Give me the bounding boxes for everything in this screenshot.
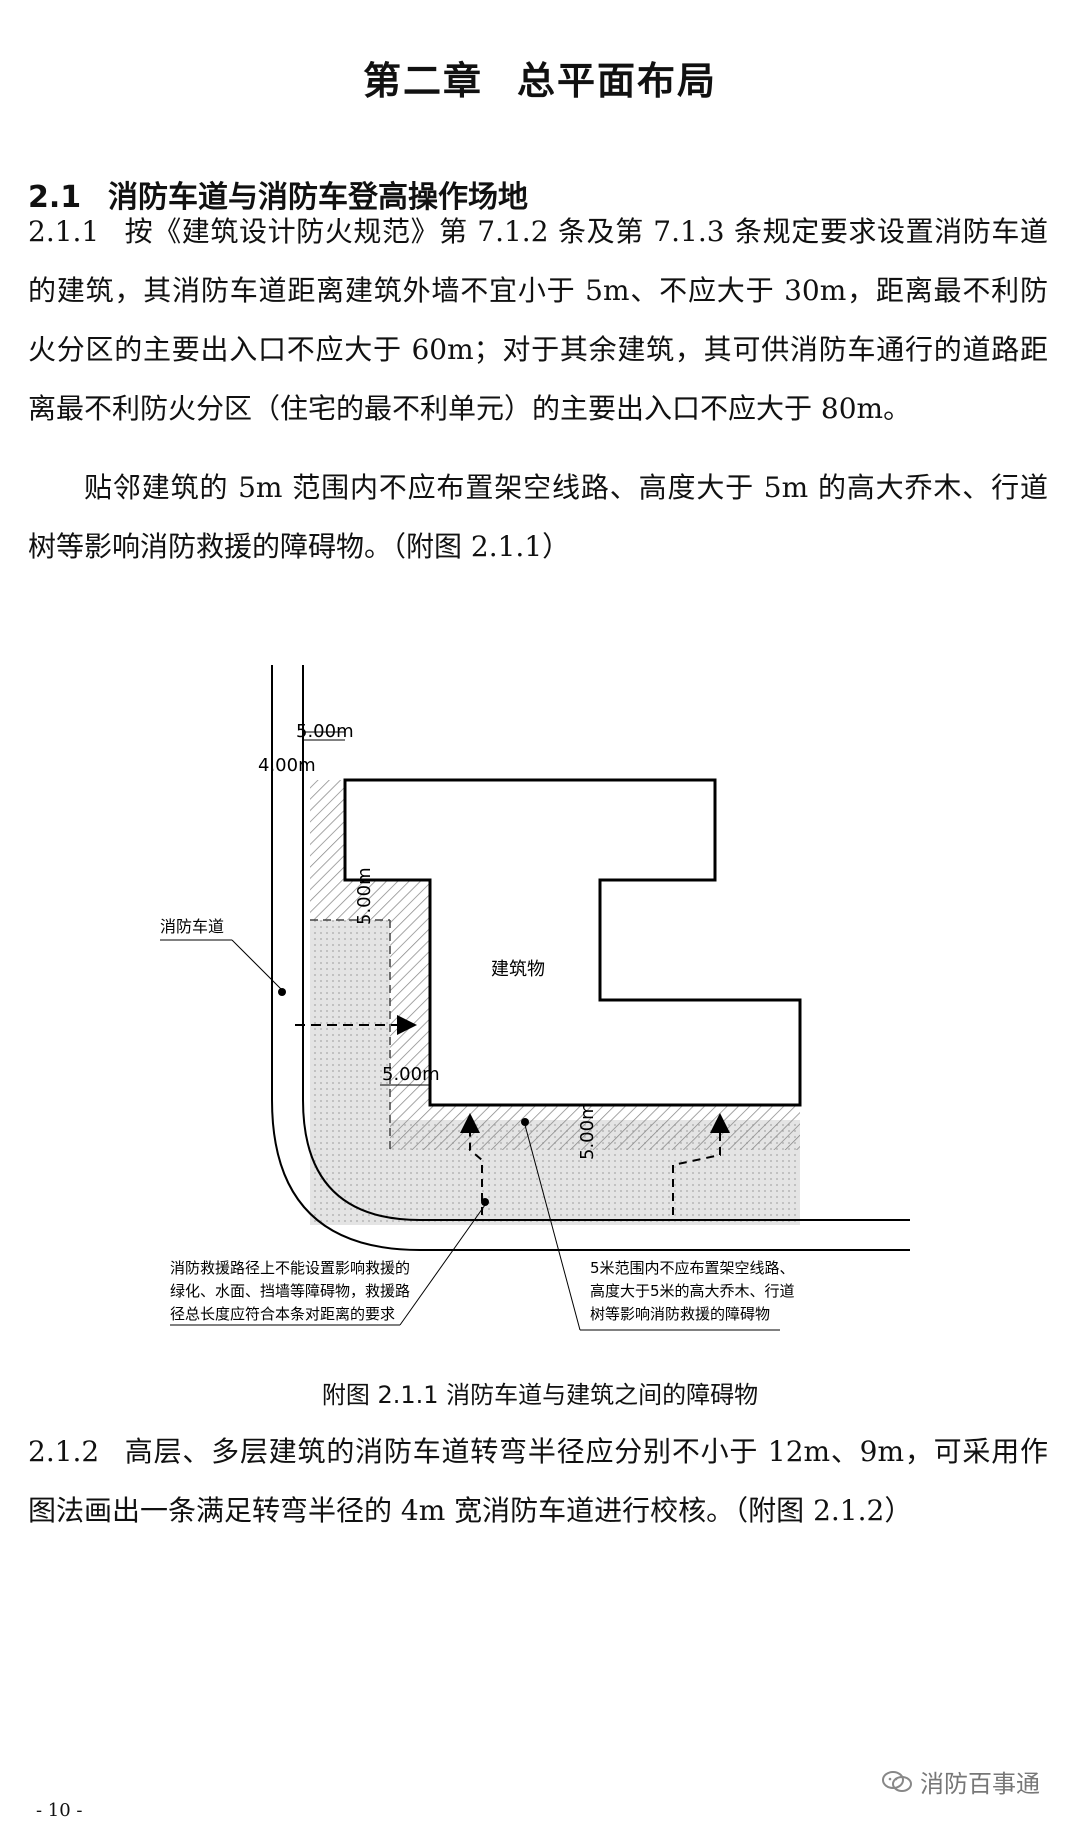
section-title: 消防车道与消防车登高操作场地 [108, 180, 528, 215]
note-left-2: 绿化、水面、挡墙等障碍物，救援路 [170, 1282, 410, 1300]
note-left-3: 径总长度应符合本条对距离的要求 [170, 1305, 395, 1323]
clause-text: 高层、多层建筑的消防车道转弯半径应分别不小于 12m、9m，可采用作图法画出一条… [28, 1435, 1048, 1527]
page-number: - 10 - [36, 1800, 83, 1821]
chapter-heading: 第二章总平面布局 [0, 50, 1080, 105]
dim-left-vertical: 5.00m [354, 867, 375, 925]
clause-text: 按《建筑设计防火规范》第 7.1.2 条及第 7.1.3 条规定要求设置消防车道… [28, 215, 1048, 425]
note-right-3: 树等影响消防救援的障碍物 [590, 1305, 770, 1323]
figure-caption: 附图 2.1.1 消防车道与建筑之间的障碍物 [321, 1381, 759, 1409]
dim-road: 4.00m [258, 755, 316, 776]
dim-left-horizontal: 5.00m [382, 1064, 440, 1085]
clause-2-1-1-paragraph-2: 贴邻建筑的 5m 范围内不应布置架空线路、高度大于 5m 的高大乔木、行道树等影… [28, 471, 1048, 563]
chapter-number: 第二章 [362, 59, 483, 103]
chapter-title: 总平面布局 [517, 59, 718, 103]
dim-bottom-vertical: 5.00m [577, 1102, 598, 1160]
note-left-1: 消防救援路径上不能设置影响救援的 [170, 1259, 410, 1277]
road-inner-edge [302, 665, 910, 1221]
clause-number: 2.1.2 [28, 1435, 100, 1468]
note-right-2: 高度大于5米的高大乔木、行道 [590, 1282, 795, 1300]
dim-top: 5.00m [296, 721, 354, 742]
wechat-icon [882, 1770, 912, 1792]
watermark: 消防百事通 [882, 1764, 1040, 1799]
building-label: 建筑物 [491, 959, 545, 980]
figure-fire-lane-obstacles: 建筑物 5.00m 4.00m 5.00m 5.00m 5.00m 消防车道 消… [160, 665, 910, 1331]
building-outline [343, 778, 802, 1107]
clause-number: 2.1.1 [28, 215, 100, 248]
note-right-1: 5米范围内不应布置架空线路、 [590, 1259, 795, 1277]
watermark-text: 消防百事通 [920, 1770, 1040, 1798]
section-number: 2.1 [28, 180, 82, 215]
road-label: 消防车道 [160, 917, 224, 936]
section-heading: 2.1 消防车道与消防车登高操作场地 [28, 172, 528, 216]
road-outer-edge [271, 665, 910, 1251]
